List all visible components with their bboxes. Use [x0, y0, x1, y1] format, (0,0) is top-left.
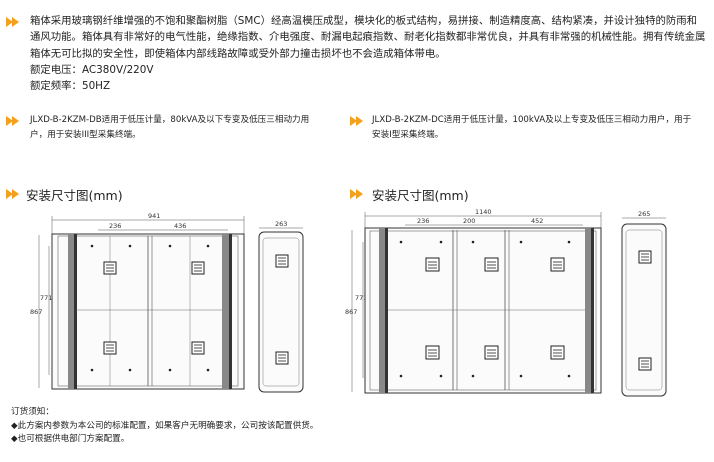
- front-view-drawing-dc: 1140 236 200 452 867 771: [345, 208, 602, 394]
- dim-seg2: 436: [174, 222, 186, 230]
- dim-width-total: 1140: [475, 208, 492, 216]
- section-title-right: 安装尺寸图(mm): [372, 188, 469, 203]
- notes-title: 订货须知：: [11, 407, 54, 417]
- dim-height-total: 867: [345, 308, 357, 316]
- dim-width-total: 941: [148, 212, 160, 220]
- dim-seg1: 236: [417, 217, 429, 225]
- model-db-desc: JLXD-B-2KZM-DB适用于低压计量，80kVA及以下专变及低压三相动力用…: [30, 115, 310, 140]
- dim-height-total: 867: [30, 308, 42, 316]
- orange-arrow-icon: [6, 17, 19, 27]
- orange-arrow-icon: [350, 116, 363, 126]
- rated-voltage: 额定电压：AC380V/220V: [30, 64, 154, 77]
- dim-height-inner: 771: [40, 294, 52, 302]
- rated-frequency: 额定频率：50HZ: [30, 80, 111, 93]
- intro-block: 箱体采用玻璃钢纤维增强的不饱和聚酯树脂（SMC）经高温模压成型，模块化的板式结构…: [30, 13, 706, 94]
- front-view-drawing-db: 941 236 436 867 771: [30, 212, 245, 390]
- dim-seg3: 452: [531, 217, 543, 225]
- model-dc-desc: JLXD-B-2KZM-DC适用于低压计量，100kVA及以上专变及低压三相动力…: [372, 115, 692, 140]
- section-title-left: 安装尺寸图(mm): [26, 188, 123, 203]
- dim-depth: 265: [638, 210, 650, 218]
- orange-arrow-icon: [350, 189, 363, 199]
- dim-depth: 263: [275, 220, 287, 228]
- notes-line: ◆也可根据供电部门方案配置。: [11, 434, 130, 445]
- side-view-drawing-db: 263: [258, 220, 304, 393]
- side-view-drawing-dc: 265: [621, 210, 667, 397]
- dim-height-inner: 771: [355, 294, 367, 302]
- orange-arrow-icon: [6, 189, 19, 199]
- orange-arrow-icon: [6, 116, 19, 126]
- order-notes: 订货须知： ◆此方案内参数为本公司的标准配置，如果客户无明确要求，公司按该配置供…: [11, 406, 318, 447]
- notes-line: ◆此方案内参数为本公司的标准配置，如果客户无明确要求，公司按该配置供货。: [11, 420, 319, 431]
- dim-seg2: 200: [463, 217, 475, 225]
- intro-paragraph: 箱体采用玻璃钢纤维增强的不饱和聚酯树脂（SMC）经高温模压成型，模块化的板式结构…: [30, 15, 706, 60]
- dim-seg1: 236: [109, 222, 121, 230]
